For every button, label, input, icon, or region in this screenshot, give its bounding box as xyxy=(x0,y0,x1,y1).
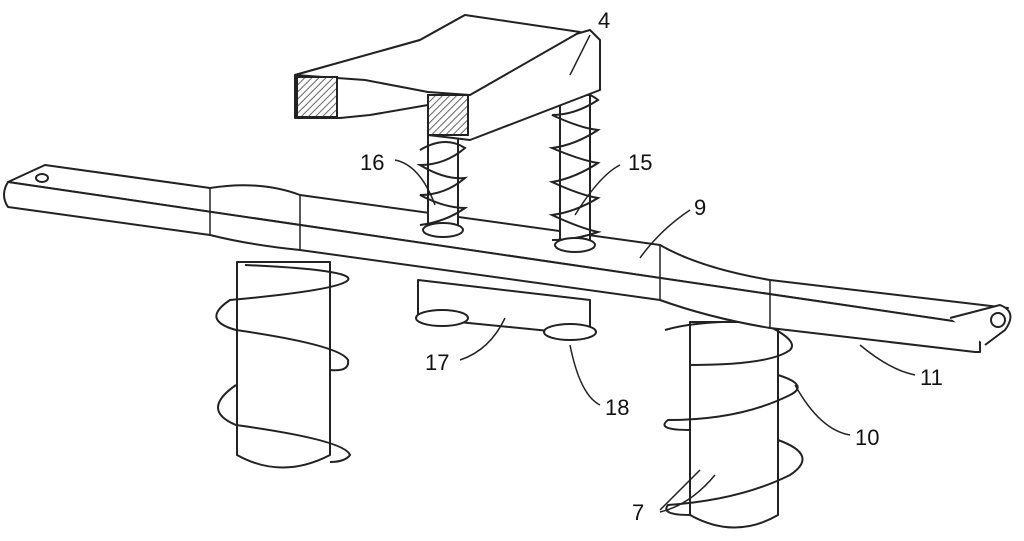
h-block xyxy=(294,14,601,141)
spring-15 xyxy=(548,91,602,253)
label-9: 9 xyxy=(694,195,707,220)
lower-block xyxy=(415,279,597,341)
label-15: 15 xyxy=(628,150,653,175)
label-11: 11 xyxy=(920,365,943,390)
label-7: 7 xyxy=(632,500,645,525)
label-10: 10 xyxy=(855,425,880,450)
left-spring xyxy=(215,264,352,463)
main-bar xyxy=(3,164,1012,353)
label-17: 17 xyxy=(425,350,450,375)
spring-16 xyxy=(416,134,469,238)
right-spring xyxy=(663,320,804,516)
leader-lines xyxy=(394,34,916,513)
label-16: 16 xyxy=(360,150,385,175)
right-pillar xyxy=(689,321,779,529)
label-18: 18 xyxy=(605,395,630,420)
left-pillar xyxy=(236,261,331,469)
label-4: 4 xyxy=(598,8,611,33)
